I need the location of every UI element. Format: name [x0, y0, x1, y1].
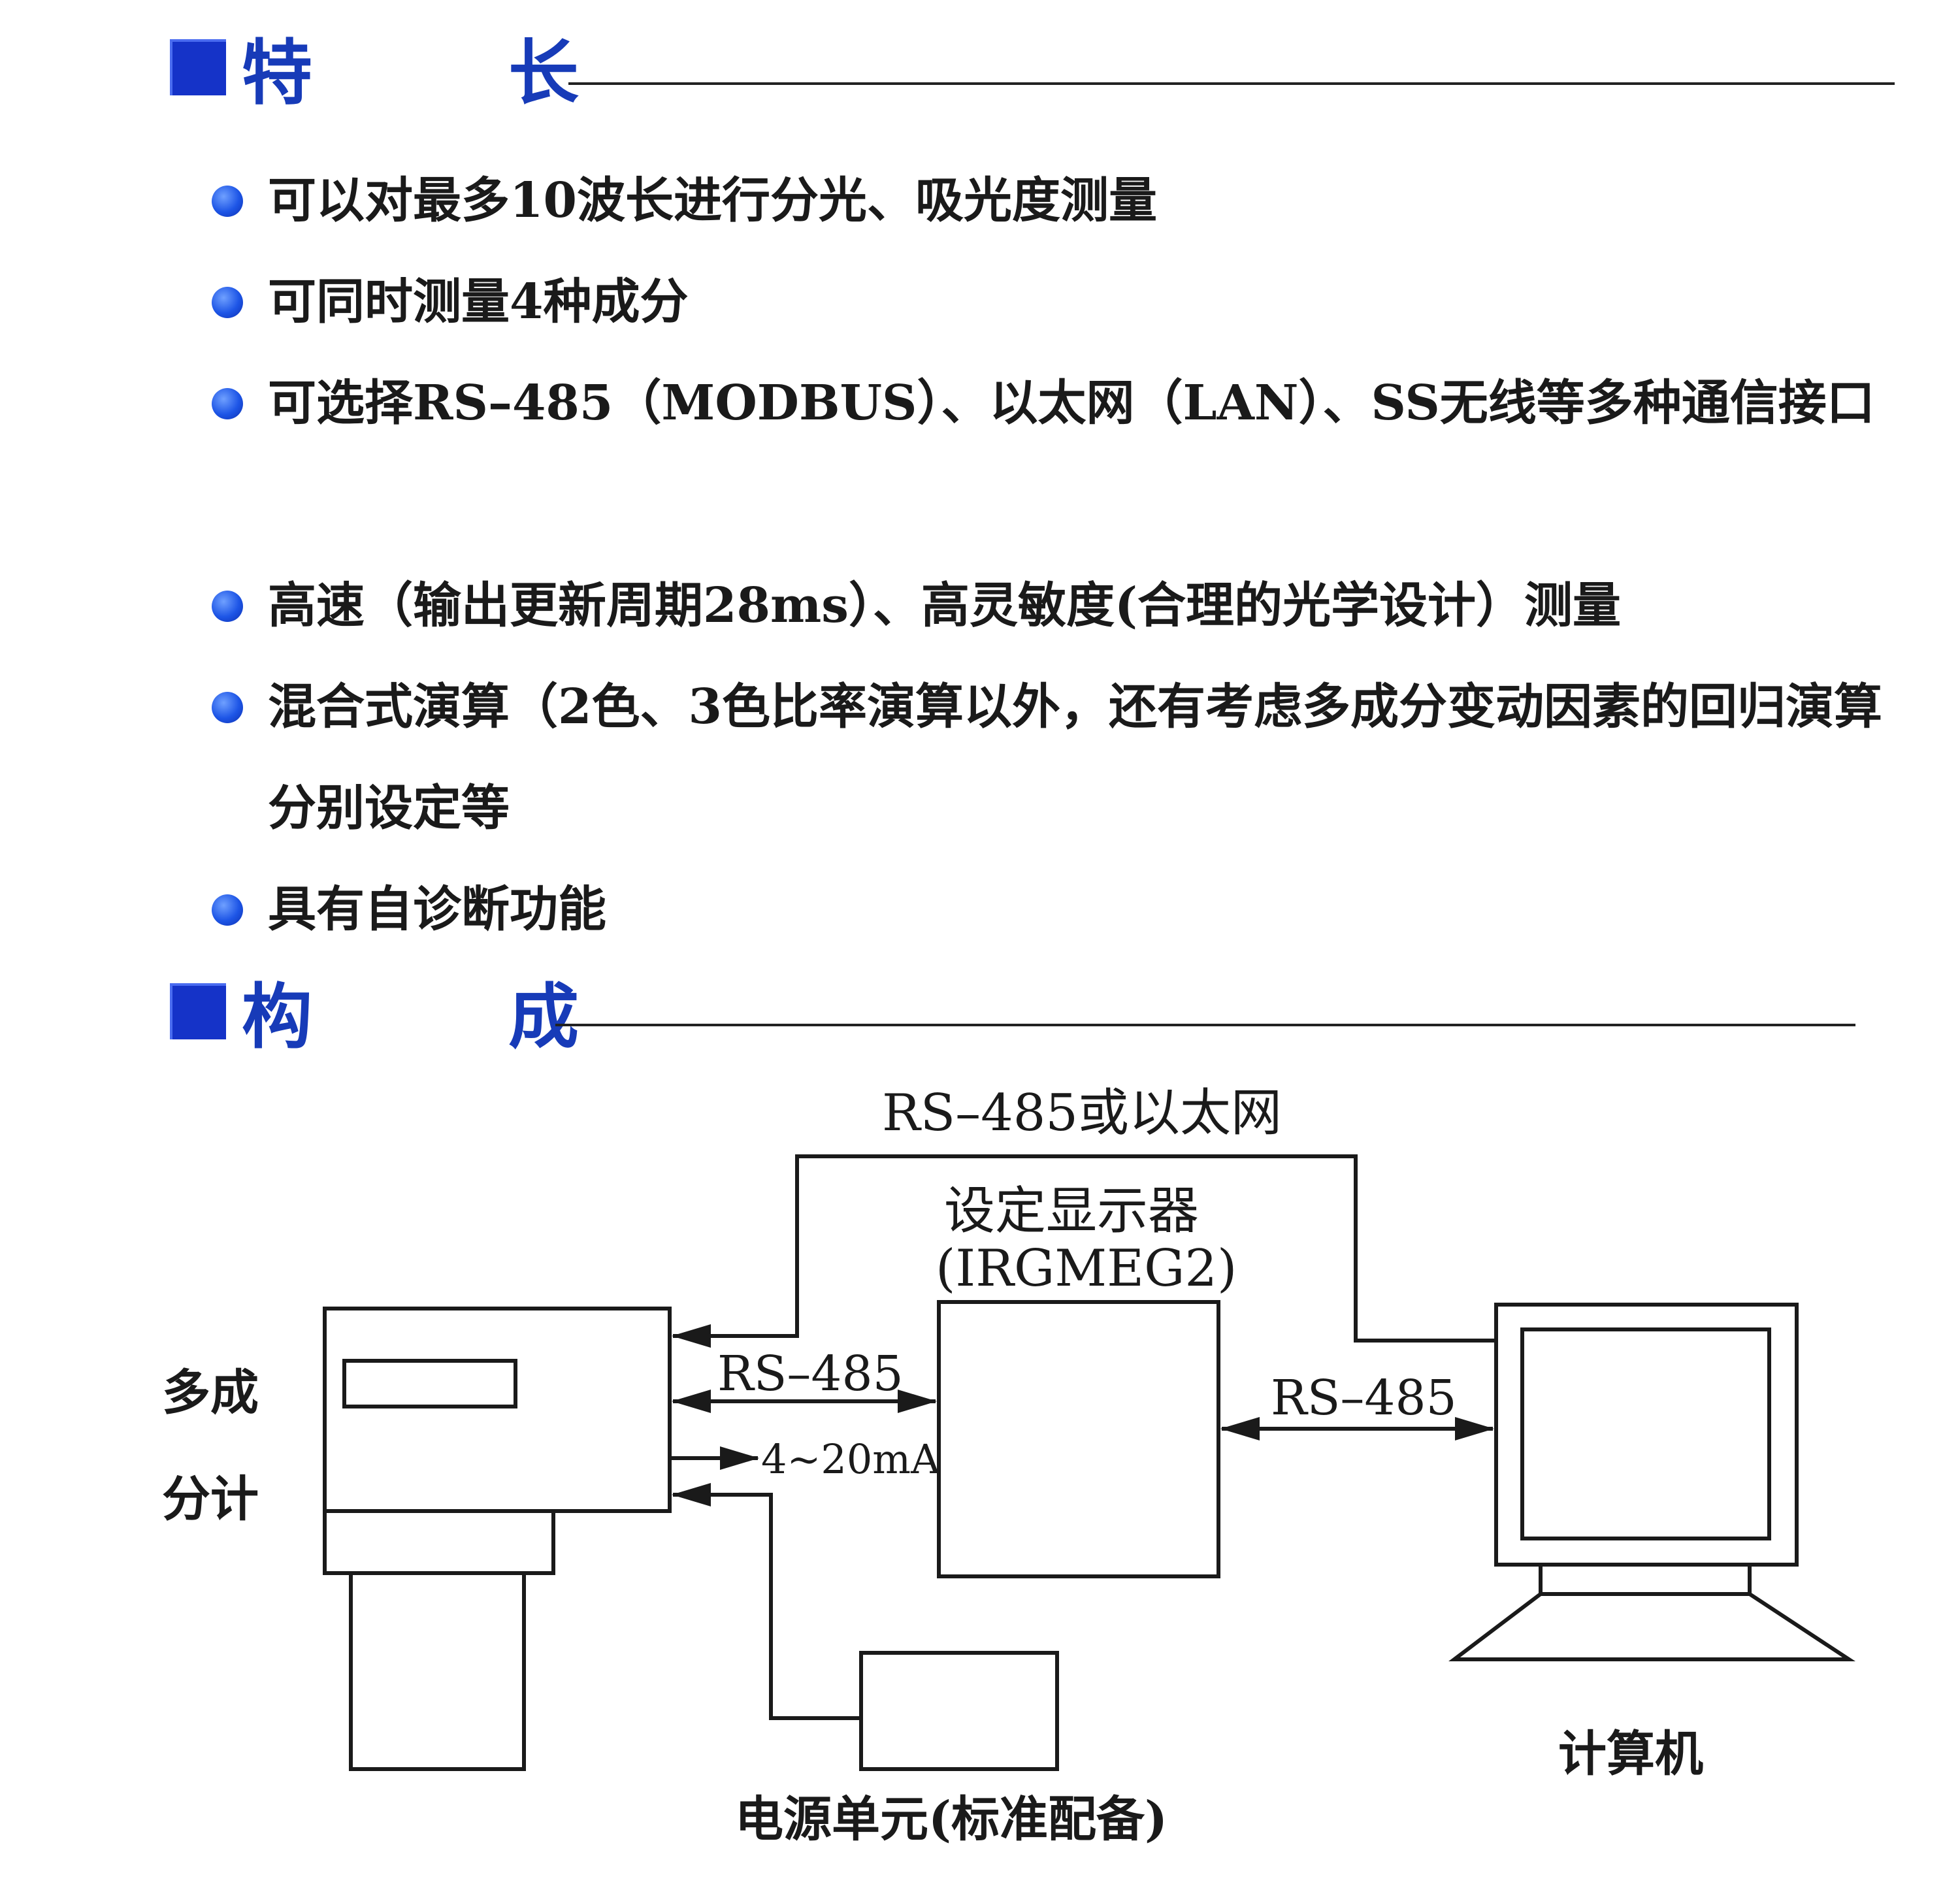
analyzer-probe	[349, 1571, 526, 1771]
system-configuration-diagram: RS–485或以太网 设定显示器 (IRGMEG2) 多成 分计 RS–485 …	[162, 1084, 1856, 1847]
section-rule	[568, 82, 1895, 85]
rs485-left-label: RS–485	[717, 1346, 904, 1402]
section-rule	[555, 1024, 1855, 1026]
composition-section-header: 构成	[170, 978, 1895, 1062]
section-square-icon	[170, 983, 226, 1039]
analyzer-window	[342, 1359, 517, 1408]
computer-label: 计算机	[1558, 1726, 1703, 1782]
feature-item: 混合式演算（2色、3色比率演算以外，还有考虑多成分变动因素的回归演算分别设定等	[209, 657, 1908, 859]
rs485-right-label: RS–485	[1271, 1370, 1457, 1426]
computer-screen	[1520, 1327, 1771, 1540]
bullet-dot-icon	[212, 186, 243, 217]
power-unit-box	[859, 1651, 1059, 1771]
feature-text: 高速（输出更新周期28ms）、高灵敏度(合理的光学设计）测量	[268, 578, 1621, 634]
power-supply-link	[672, 1483, 861, 1720]
feature-text: 可选择RS–485（MODBUS）、以太网（LAN）、SS无线等多种通信接口	[268, 375, 1875, 431]
analyzer-label-line1: 多成	[162, 1365, 259, 1421]
features-section-header: 特长	[170, 34, 1895, 118]
power-unit-label: 电源单元(标准配备)	[735, 1791, 1168, 1847]
analyzer-label-line2: 分计	[162, 1471, 259, 1527]
setting-display-box	[937, 1300, 1220, 1578]
feature-list: 可以对最多10波长进行分光、吸光度测量 可同时测量4种成分 可选择RS–485（…	[209, 150, 1908, 960]
bullet-dot-icon	[212, 287, 243, 318]
feature-item: 可同时测量4种成分	[209, 252, 1908, 353]
composition-section-title: 构成	[242, 976, 776, 1058]
feature-text: 混合式演算（2色、3色比率演算以外，还有考虑多成分变动因素的回归演算分别设定等	[268, 679, 1882, 836]
bullet-dot-icon	[212, 894, 243, 926]
feature-item: 可以对最多10波长进行分光、吸光度测量	[209, 150, 1908, 252]
computer-stand	[1539, 1563, 1752, 1596]
bullet-dot-icon	[212, 388, 243, 419]
feature-item: 可选择RS–485（MODBUS）、以太网（LAN）、SS无线等多种通信接口	[209, 353, 1908, 555]
analyzer-body	[323, 1307, 672, 1513]
feature-text: 可以对最多10波长进行分光、吸光度测量	[268, 172, 1157, 229]
top-network-link	[672, 1154, 1496, 1348]
bullet-dot-icon	[212, 591, 243, 622]
feature-item: 高速（输出更新周期28ms）、高灵敏度(合理的光学设计）测量	[209, 555, 1908, 657]
features-section-title: 特长	[242, 32, 776, 114]
display-name-label: 设定显示器	[944, 1182, 1199, 1241]
analyzer-base	[323, 1509, 555, 1575]
top-link-label: RS–485或以太网	[882, 1084, 1282, 1143]
bullet-dot-icon	[212, 692, 243, 723]
current-output-label: 4~20mA	[761, 1435, 941, 1483]
feature-item: 具有自诊断功能	[209, 859, 1908, 960]
feature-text: 具有自诊断功能	[268, 881, 606, 937]
section-square-icon	[170, 39, 226, 95]
feature-text: 可同时测量4种成分	[268, 274, 689, 330]
display-model-label: (IRGMEG2)	[936, 1239, 1237, 1298]
computer-keyboard	[1448, 1592, 1856, 1661]
